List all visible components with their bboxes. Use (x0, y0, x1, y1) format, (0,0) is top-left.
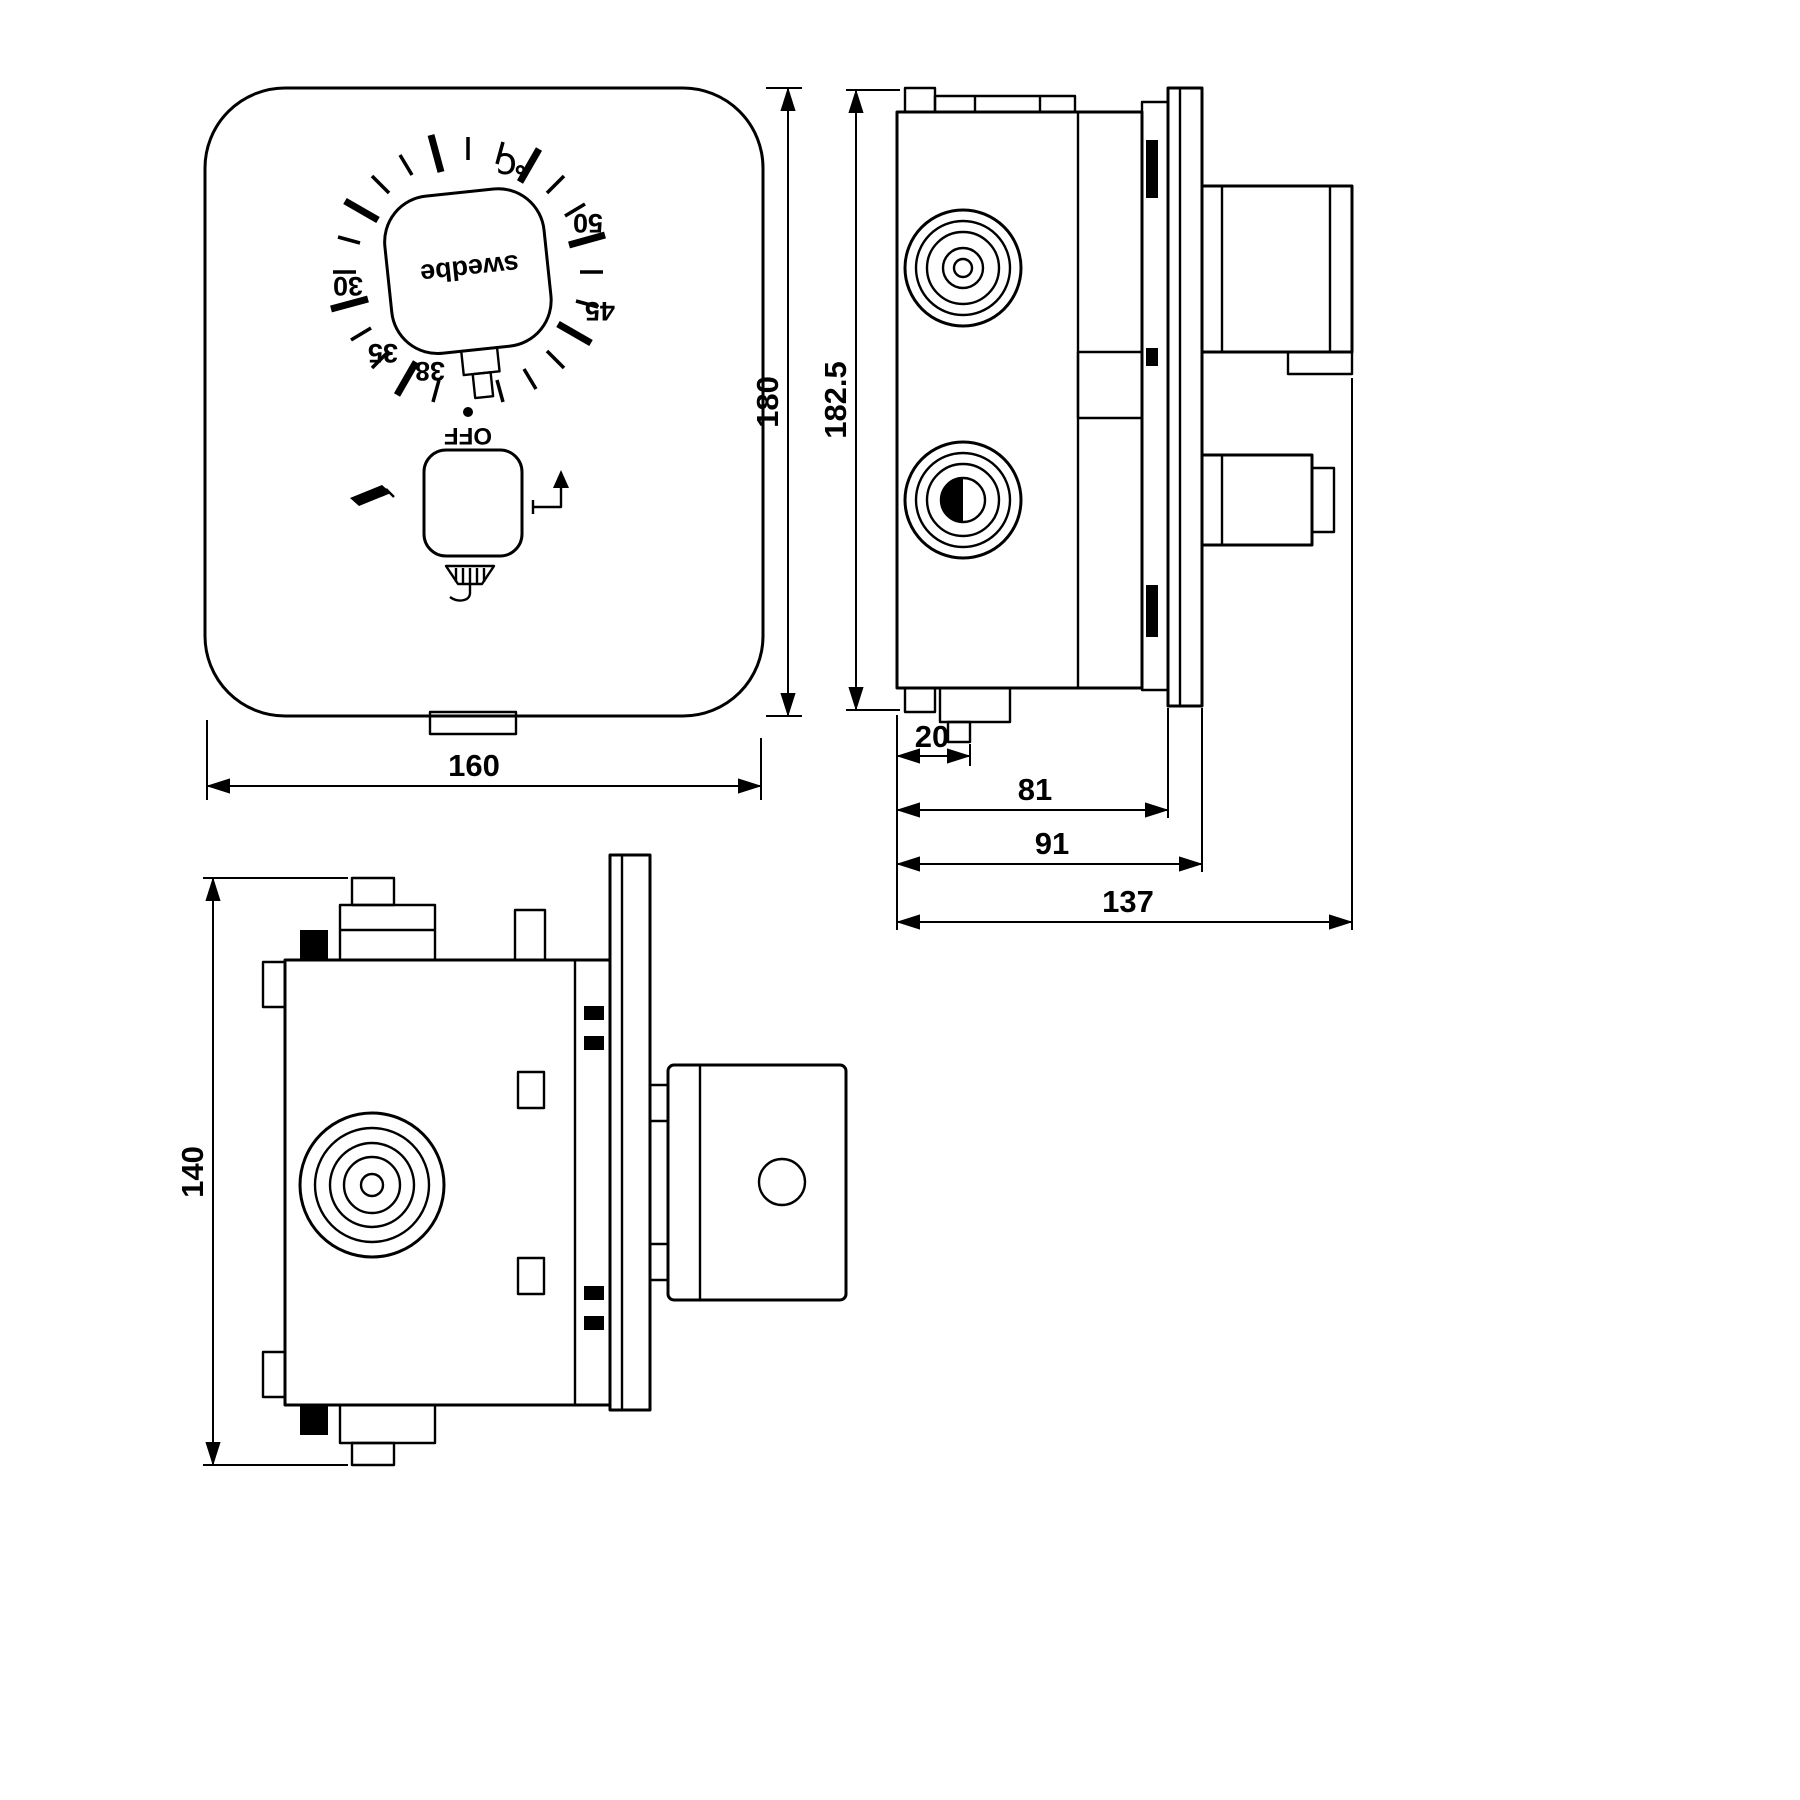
body-top-plate (933, 94, 1077, 114)
body-bottom-foot (938, 686, 1012, 724)
dim-label-81: 81 (1018, 772, 1052, 807)
dial-unit-label: ℃ (497, 148, 527, 178)
left-bump-bottom (261, 1350, 287, 1399)
body-top-block (903, 86, 937, 114)
faceplate-bottom-tab (428, 710, 518, 736)
seal-bar (584, 1286, 604, 1300)
dimension-81: 81 (896, 708, 1169, 818)
top-small-block (300, 930, 328, 960)
dim-label-180: 180 (750, 376, 785, 428)
dial-tick-marks (330, 134, 606, 403)
dial-label-45: 45 (585, 296, 615, 326)
dial-label-35: 35 (368, 338, 398, 368)
dimension-height-182-5: 182.5 (818, 89, 900, 711)
temperature-dial: ℃ 50 45 38 35 30 swedbe OFF (330, 134, 615, 449)
seal-bar (1146, 140, 1158, 198)
knob-screw-hole (757, 1157, 807, 1207)
bottom-small-block (300, 1405, 328, 1435)
body-mid-boss (1076, 350, 1144, 420)
lower-port (903, 440, 1023, 560)
dimension-20: 20 (896, 715, 971, 930)
diverter-knob (350, 448, 569, 602)
seal-bar (584, 1036, 604, 1050)
top-tab (350, 876, 396, 907)
diverter-knob-outline[interactable] (422, 448, 524, 558)
dial-label-50: 50 (573, 208, 603, 238)
dim-label-20: 20 (915, 719, 949, 754)
body-outline (283, 958, 612, 1407)
upper-valve-stem (1200, 184, 1354, 376)
brand-label: swedbe (419, 249, 521, 289)
side-view: 182.5 20 81 91 137 (818, 86, 1354, 930)
bottom-tab (350, 1441, 396, 1467)
dim-label-140: 140 (175, 1146, 210, 1198)
flange-plate (608, 853, 652, 1412)
dial-knob-stem (460, 346, 501, 377)
dial-label-30: 30 (333, 271, 363, 301)
inlet-port (298, 1111, 446, 1259)
top-right-block (513, 908, 547, 962)
faceplate-outline (203, 86, 765, 718)
dim-label-91: 91 (1035, 826, 1069, 861)
valve-body-outline (895, 110, 1144, 690)
dimension-height-140: 140 (175, 877, 348, 1466)
dial-index-dot (463, 407, 473, 417)
body-bottom-block (903, 686, 937, 714)
dim-label-182-5: 182.5 (818, 361, 853, 439)
dimension-91: 91 (896, 708, 1203, 872)
dim-label-137: 137 (1102, 884, 1154, 919)
hand-shower-icon (444, 564, 496, 602)
bottom-plate (338, 1403, 437, 1445)
control-knob (648, 1063, 848, 1302)
dimension-137: 137 (896, 378, 1353, 930)
seal-bar (1146, 585, 1158, 637)
top-plate (338, 903, 437, 962)
seal-bar (584, 1316, 604, 1330)
right-tab-bottom (516, 1256, 546, 1296)
dial-off-label: OFF (444, 422, 492, 449)
upper-port (903, 208, 1023, 328)
dimension-width-160: 160 (206, 720, 762, 800)
body-bottom-stem (946, 720, 972, 744)
seal-bar (1146, 348, 1158, 366)
dial-label-38: 38 (415, 356, 445, 386)
spout-arrow-icon (531, 470, 569, 514)
seal-bar (584, 1006, 604, 1020)
bottom-view: 140 (175, 853, 848, 1467)
right-tab-top (516, 1070, 546, 1110)
wall-plate (1166, 86, 1204, 708)
front-view: ℃ 50 45 38 35 30 swedbe OFF (203, 86, 802, 800)
left-bump-top (261, 960, 287, 1009)
dim-label-160: 160 (448, 748, 500, 783)
dial-knob-stem-tip (471, 371, 495, 400)
overhead-shower-icon (350, 485, 395, 506)
lower-valve-stem (1200, 453, 1336, 547)
dimension-height-180: 180 (750, 87, 802, 717)
